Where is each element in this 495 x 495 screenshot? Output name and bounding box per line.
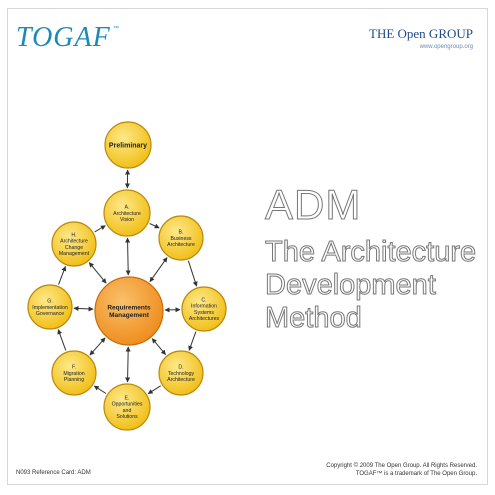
node-d-label-1: Technology (168, 371, 195, 377)
arrow-a-b (149, 223, 160, 229)
diagram-arrows (57, 169, 198, 395)
node-e-label-2: and (123, 408, 132, 414)
node-f-label-2: Planning (64, 377, 84, 383)
node-f-circle (51, 350, 97, 396)
arrow-rm-d (151, 338, 166, 355)
copyright-line-1: Copyright © 2009 The Open Group. All Rig… (326, 463, 477, 469)
reference-card-label: N093 Reference Card: ADM (16, 470, 91, 476)
node-preliminary-label-0: Preliminary (109, 142, 147, 149)
arrow-rm-g (73, 305, 94, 312)
adm-subtitle-line-3: Method (264, 302, 362, 335)
node-e-label-1: Opportunities (112, 402, 143, 408)
node-rm-label-1: Management (109, 312, 150, 319)
node-preliminary-circle (104, 121, 152, 169)
node-f-label-1: Migration (63, 371, 84, 377)
node-d-label-2: Architecture (167, 377, 195, 383)
node-preliminary: Preliminary (104, 121, 152, 169)
node-h-label-2: Change (65, 245, 83, 251)
node-g-circle (27, 284, 73, 330)
adm-subtitle: The Architecture Development Method (264, 236, 477, 335)
node-rm-circle (94, 276, 164, 346)
arrow-rm-a (125, 237, 131, 276)
title-block: ADM The Architecture Development Method (264, 180, 477, 335)
copyright-line-2: TOGAF™ is a trademark of The Open Group. (355, 471, 477, 477)
node-b-label-0: B. (179, 230, 184, 236)
arrow-h-a (94, 225, 106, 233)
node-d-label-0: D. (178, 365, 183, 371)
node-c-label-3: Architectures (189, 316, 220, 322)
node-g-label-2: Governance (36, 311, 64, 317)
node-b-label-2: Architecture (167, 242, 195, 248)
node-a-label-0: A. (125, 205, 130, 211)
arrow-f-g (57, 329, 67, 351)
node-h-label-3: Management (59, 251, 90, 257)
arrow-e-f (93, 385, 107, 394)
node-h-label-0: H. (71, 232, 76, 238)
node-c-label-2: Systems (194, 310, 214, 316)
open-group-url: www.opengroup.org (419, 44, 473, 50)
arrow-rm-h (88, 262, 107, 284)
node-g-label-1: Implementation (32, 305, 68, 311)
node-rm-label-0: Requirements (107, 304, 151, 311)
adm-subtitle-line-1: The Architecture (264, 236, 477, 269)
diagram-nodes: PreliminaryA.ArchitectureVisionB.Busines… (27, 121, 227, 431)
node-f-label-0: F. (72, 365, 76, 371)
node-b-circle (158, 215, 204, 261)
copyright: Copyright © 2009 The Open Group. All Rig… (326, 462, 477, 478)
node-e-circle (103, 383, 151, 431)
node-h-circle (51, 221, 97, 267)
node-a-label-2: Vision (120, 217, 134, 223)
adm-subtitle-line-2: Development (264, 269, 436, 302)
node-c-label-1: Information (191, 304, 217, 310)
node-g-label-0: G. (47, 299, 52, 305)
node-e-label-3: Solutions (116, 414, 138, 420)
arrow-c-d (188, 331, 197, 351)
node-e-label-0: E. (125, 395, 130, 401)
arrow-rm-f (89, 337, 106, 356)
node-h-label-1: Architecture (60, 239, 88, 245)
node-d-circle (158, 350, 204, 396)
node-a-label-1: Architecture (113, 211, 141, 217)
open-group-logo: THE Open GROUP (369, 26, 473, 41)
arrow-g-h (58, 265, 67, 285)
arrow-b-c (187, 260, 198, 287)
arrow-rm-e (125, 346, 131, 383)
arrow-rm-b (149, 257, 168, 283)
arrow-d-e (147, 385, 161, 395)
node-b-label-1: Business (170, 236, 191, 242)
adm-title: ADM (264, 181, 362, 229)
togaf-trademark: ™ (113, 26, 119, 32)
node-c-circle (181, 286, 227, 332)
node-a-circle (103, 189, 151, 237)
node-c-label-0: C. (201, 297, 206, 303)
togaf-logo: TOGAF (16, 22, 111, 53)
